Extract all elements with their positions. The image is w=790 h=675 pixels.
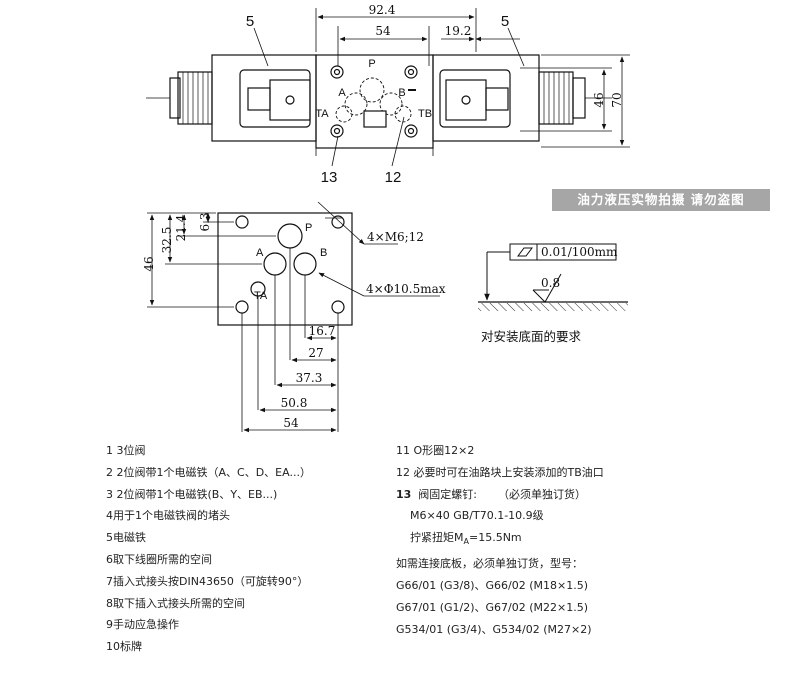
watermark-banner: 油力液压实物拍摄 请勿盗图	[552, 189, 770, 211]
dim-height-outer: 70	[610, 92, 624, 107]
screw-spec: M6×40 GB/T70.1-10.9级	[410, 509, 544, 523]
legend-item: 5电磁铁	[106, 531, 146, 545]
dim-21-4: 21.4	[174, 214, 188, 241]
mount-port-ta: TA	[254, 290, 268, 302]
mount-port-b: B	[320, 247, 327, 259]
surface-spec-text: 0.01/100mm 0.8	[541, 245, 618, 290]
legend-item: 6取下线圈所需的空间	[106, 552, 212, 566]
legend-left: 1 3位阀 2 2位阀带1个电磁铁（A、C、D、EA...） 3 2位阀带1个电…	[106, 440, 311, 658]
mount-view-text: 6.3 21.4 32.5 46 16.7 27 37.3 50.8 54 4×…	[142, 212, 446, 430]
top-view-text: 92.4 54 19.2 46 70	[369, 3, 624, 108]
plate-item: G66/01 (G3/8)、G66/02 (M18×1.5)	[396, 578, 589, 592]
dim-offset: 19.2	[445, 24, 472, 38]
legend-item: 2 2位阀带1个电磁铁（A、C、D、EA...）	[106, 465, 311, 479]
plate-item: G67/01 (G1/2)、G67/02 (M22×1.5)	[396, 600, 589, 614]
torque-spec: 拧紧扭矩MA=15.5Nm	[396, 527, 604, 553]
legend-item: 7插入式接头按DIN43650（可旋转90°）	[106, 574, 309, 588]
legend-item-13-text: 阀固定螺钉: （必须单独订货）	[411, 487, 586, 501]
top-view-callouts: 5 5 13 12	[246, 13, 509, 186]
port-a-label: A	[338, 87, 346, 99]
dim-overall: 92.4	[369, 3, 396, 17]
torque-subscript: A	[463, 537, 469, 547]
dim-27: 27	[308, 346, 323, 360]
top-view	[146, 8, 630, 167]
legend-item: 8取下插入式接头所需的空间	[106, 596, 245, 610]
dim-16-7: 16.7	[309, 324, 336, 338]
dim-54: 54	[283, 416, 299, 430]
port-b-label: B	[398, 87, 405, 99]
mount-port-p: P	[305, 222, 312, 234]
mount-port-a: A	[256, 247, 264, 259]
callout-hole: 4×Φ10.5max	[366, 282, 446, 296]
dim-50-8: 50.8	[281, 396, 308, 410]
dim-37-3: 37.3	[296, 371, 323, 385]
callout-right-solenoid: 5	[501, 13, 509, 30]
mount-view-ports: P A B TA	[254, 222, 327, 302]
surface-caption: 对安装底面的要求	[481, 329, 582, 344]
legend-item: 3 2位阀带1个电磁铁(B、Y、EB...)	[106, 487, 278, 501]
dim-32-5: 32.5	[160, 227, 174, 254]
dim-6-3: 6.3	[198, 212, 212, 231]
legend-item-13-number: 13	[396, 487, 412, 501]
roughness-value: 0.8	[541, 276, 560, 290]
callout-13: 13	[321, 169, 338, 186]
dim-height-inner: 46	[592, 92, 606, 107]
mount-view	[147, 201, 440, 433]
plate-item: G534/01 (G3/4)、G534/02 (M27×2)	[396, 622, 592, 636]
plate-note: 如需连接底板，必须单独订货，型号：	[396, 557, 583, 571]
port-p-label: P	[368, 58, 375, 70]
top-view-ports: P A B TA TB	[315, 58, 432, 120]
torque-value: =15.5Nm	[468, 531, 522, 545]
flatness-value: 0.01/100mm	[541, 245, 618, 259]
port-ta-label: TA	[315, 108, 329, 120]
torque-prefix: 拧紧扭矩M	[410, 531, 464, 545]
legend-item-11: 11 O形圈12×2	[396, 444, 475, 457]
legend-item: 1 3位阀	[106, 444, 146, 457]
legend-item-12: 12 必要时可在油路块上安装添加的TB油口	[396, 465, 604, 479]
dim-46: 46	[142, 256, 156, 271]
legend-item: 4用于1个电磁铁阀的堵头	[106, 509, 230, 523]
callout-screw: 4×M6;12	[367, 230, 424, 244]
legend-item: 9手动应急操作	[106, 618, 179, 632]
legend-item: 10标牌	[106, 640, 142, 654]
dim-inner: 54	[375, 24, 391, 38]
callout-12: 12	[385, 169, 402, 186]
surface-spec	[478, 243, 628, 311]
legend-right: 11 O形圈12×2 12 必要时可在油路块上安装添加的TB油口 13 阀固定螺…	[396, 440, 604, 640]
legend-item-13: 13 阀固定螺钉: （必须单独订货）	[396, 484, 604, 506]
port-tb-label: TB	[418, 108, 432, 120]
callout-left-solenoid: 5	[246, 13, 254, 30]
